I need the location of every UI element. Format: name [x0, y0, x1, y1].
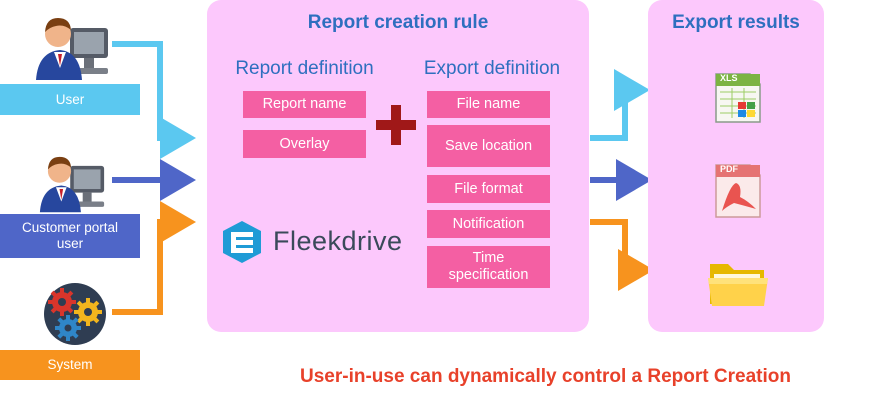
xls-badge: XLS: [720, 73, 738, 83]
panel-title: Report creation rule: [307, 12, 489, 33]
brand-name: Fleekdrive: [273, 226, 403, 256]
pdf-file-icon: PDF: [712, 163, 764, 219]
folder-icon: [708, 264, 768, 306]
folder-export-arrow: [590, 219, 654, 291]
actor-system: System: [0, 282, 140, 380]
export-definition-title: Export definition: [423, 58, 561, 79]
user-arrow: [112, 41, 196, 159]
system-arrow: [112, 201, 196, 315]
time-specification-item: Time specification: [427, 246, 550, 288]
file-format-item: File format: [427, 175, 550, 203]
gears-icon: [44, 283, 106, 345]
actor-user: User: [0, 0, 140, 115]
report-creation-rule-panel: Report creation rule Report definition E…: [207, 0, 589, 332]
xls-file-graphic: [715, 73, 761, 123]
report-name-item: Report name: [243, 91, 366, 118]
export-results-panel: Export results XLS PDF: [648, 0, 824, 332]
notification-item: Notification: [427, 210, 550, 238]
report-definition-title: Report definition: [235, 58, 374, 79]
overlay-item: Overlay: [243, 130, 366, 158]
actor-label: User: [0, 84, 140, 115]
file-name-item: File name: [427, 91, 550, 118]
save-location-item: Save location: [427, 125, 550, 167]
actor-label: Customer portal user: [0, 214, 140, 258]
person-computer-icon: [39, 156, 105, 213]
fleekdrive-logo-icon: [223, 221, 261, 263]
actor-label: System: [0, 350, 140, 380]
plus-icon: [376, 105, 416, 145]
pdf-file-graphic: [715, 164, 761, 218]
person-computer-icon: [36, 18, 108, 80]
xls-file-icon: XLS: [712, 72, 764, 124]
tagline: User-in-use can dynamically control a Re…: [300, 366, 791, 387]
panel-title: Export results: [672, 12, 800, 33]
xls-export-arrow: [590, 69, 650, 141]
pdf-badge: PDF: [720, 164, 738, 174]
actor-customer-portal-user: Customer portal user: [0, 140, 140, 258]
